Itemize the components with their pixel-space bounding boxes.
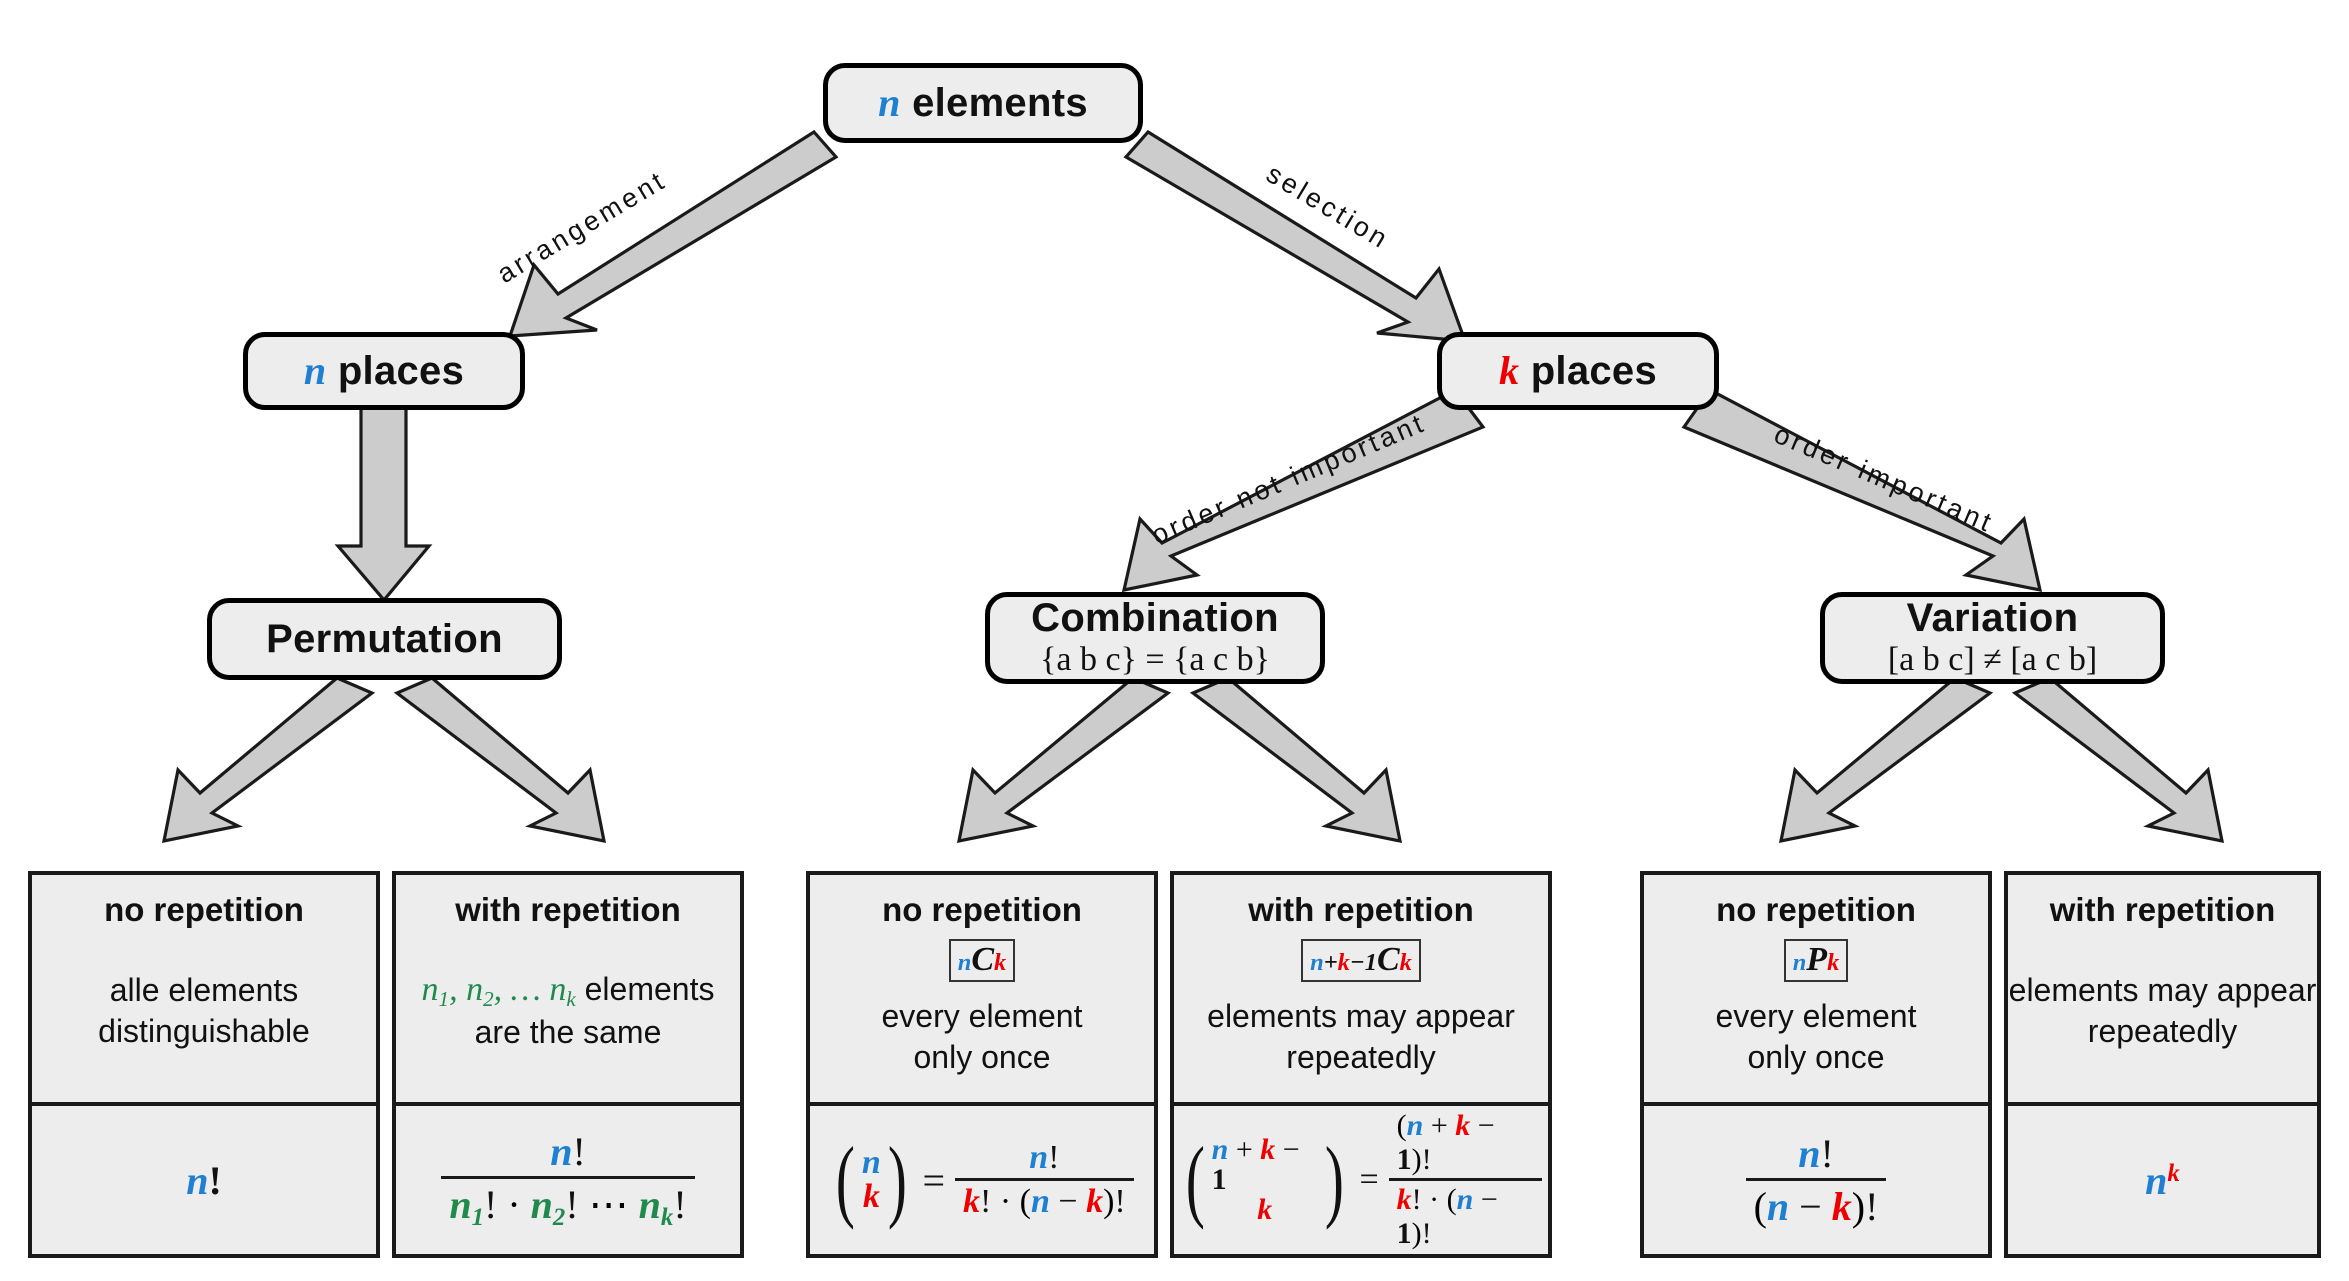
var-k: k <box>1498 348 1520 393</box>
formula-multiset-coefficient: ( n + k − 1 k ) = (n + k − 1)! k! · (n −… <box>1180 1109 1542 1251</box>
desc-line: repeatedly <box>2087 1012 2238 1049</box>
arrow-combination-with-repetition <box>1189 676 1403 844</box>
leaf-description: elements may appear repeatedly <box>1182 982 1540 1092</box>
node-n-places-text: places <box>337 349 465 393</box>
desc-line: only once <box>1747 1039 1885 1075</box>
leaf-top-cell: with repetition elements may appear repe… <box>2008 875 2317 1102</box>
node-k-places[interactable]: k places <box>1437 332 1719 410</box>
arrow-order-not-important <box>1121 387 1486 593</box>
arrow-combination-no-repetition <box>956 676 1172 844</box>
arrow-permutation-no-repetition <box>161 676 376 844</box>
desc-line: alle elements <box>109 971 299 1008</box>
leaf-head: no repetition <box>882 891 1082 928</box>
leaf-formula-cell: n! (n − k)! <box>1644 1102 1988 1254</box>
arrow-variation-with-repetition <box>2011 676 2225 844</box>
leaf-variation-no-repetition[interactable]: no repetition nPk every element only onc… <box>1640 871 1992 1258</box>
desc-line: every element <box>881 998 1083 1035</box>
desc-line: repeatedly <box>1286 1039 1436 1075</box>
arrow-arrangement <box>507 129 839 338</box>
desc-line: n1, n2, … nk elements <box>421 970 715 1011</box>
leaf-head: with repetition <box>455 891 681 928</box>
notation-nPk-badge: nPk <box>1783 939 1849 982</box>
node-n-places-label: n places <box>303 348 465 393</box>
node-k-places-label: k places <box>1498 348 1658 393</box>
desc-line: only once <box>913 1039 1051 1075</box>
leaf-description: every element only once <box>1652 982 1980 1092</box>
arrow-variation-no-repetition <box>1778 676 1994 844</box>
node-variation-subtitle: [a b c] ≠ [a c b] <box>1887 641 2098 678</box>
node-combination-title: Combination <box>1031 596 1279 640</box>
leaf-description: n1, n2, … nk elements are the same <box>404 929 732 1092</box>
leaf-description: elements may appear repeatedly <box>2009 929 2317 1092</box>
leaf-variation-with-repetition[interactable]: with repetition elements may appear repe… <box>2004 871 2321 1258</box>
notation-nCk: nCk <box>957 941 1007 978</box>
node-variation[interactable]: Variation [a b c] ≠ [a c b] <box>1820 592 2165 684</box>
node-n-elements-text: elements <box>912 81 1088 125</box>
desc-line: elements may appear <box>1207 998 1515 1035</box>
notation-n-plus-k-minus-1-C-k: n+k−1Ck <box>1310 941 1412 978</box>
leaf-formula-cell: ( n k ) = n! k! · (n − k)! <box>810 1102 1154 1254</box>
node-n-elements-label: n elements <box>878 80 1088 125</box>
leaf-permutation-with-repetition[interactable]: with repetition n1, n2, … nk elements ar… <box>392 871 744 1258</box>
leaf-top-cell: with repetition n+k−1Ck elements may app… <box>1174 875 1548 1102</box>
arrow-order-important <box>1681 387 2043 593</box>
desc-line: every element <box>1715 998 1917 1035</box>
leaf-combination-no-repetition[interactable]: no repetition nCk every element only onc… <box>806 871 1158 1258</box>
node-n-elements[interactable]: n elements <box>823 63 1143 143</box>
leaf-description: alle elements distinguishable <box>40 929 368 1092</box>
leaf-formula-cell: n! n1! · n2! ⋯ nk! <box>396 1102 740 1254</box>
leaf-formula-cell: n! <box>32 1102 376 1254</box>
node-n-places[interactable]: n places <box>243 332 525 410</box>
formula-binomial-coefficient: ( n k ) = n! k! · (n − k)! <box>830 1133 1134 1226</box>
arrow-n-places-permutation <box>334 376 433 603</box>
notation-nk1Ck-badge: n+k−1Ck <box>1301 939 1421 982</box>
leaf-description: every element only once <box>818 982 1146 1092</box>
desc-line: elements may appear <box>2008 971 2317 1008</box>
formula-n-power-k: nk <box>2145 1157 2180 1203</box>
arrow-selection <box>1123 129 1468 343</box>
node-permutation[interactable]: Permutation <box>207 598 562 680</box>
leaf-head: with repetition <box>2049 891 2276 928</box>
leaf-head: no repetition <box>104 891 304 928</box>
leaf-formula-cell: ( n + k − 1 k ) = (n + k − 1)! k! · (n −… <box>1174 1102 1548 1254</box>
formula-falling-factorial: n! (n − k)! <box>1745 1130 1887 1230</box>
desc-line: are the same <box>474 1014 662 1051</box>
var-n: n <box>303 348 327 393</box>
leaf-combination-with-repetition[interactable]: with repetition n+k−1Ck elements may app… <box>1170 871 1552 1258</box>
node-k-places-text: places <box>1530 349 1658 393</box>
leaf-head: no repetition <box>1716 891 1916 928</box>
desc-line: distinguishable <box>98 1012 310 1049</box>
node-combination-subtitle: {a b c} = {a c b} <box>1040 641 1270 678</box>
leaf-top-cell: no repetition alle elements distinguisha… <box>32 875 376 1102</box>
arrow-permutation-with-repetition <box>393 676 607 844</box>
leaf-formula-cell: nk <box>2008 1102 2317 1254</box>
node-combination[interactable]: Combination {a b c} = {a c b} <box>985 592 1325 684</box>
leaf-head: with repetition <box>1248 891 1474 928</box>
node-variation-title: Variation <box>1906 596 2079 640</box>
leaf-top-cell: no repetition nPk every element only onc… <box>1644 875 1988 1102</box>
leaf-permutation-no-repetition[interactable]: no repetition alle elements distinguisha… <box>28 871 380 1258</box>
notation-nCk-badge: nCk <box>948 939 1016 982</box>
notation-nPk: nPk <box>1792 941 1840 978</box>
var-n: n <box>878 80 901 125</box>
formula-multiset-permutation: n! n1! · n2! ⋯ nk! <box>441 1128 695 1232</box>
leaf-top-cell: no repetition nCk every element only onc… <box>810 875 1154 1102</box>
formula-n-factorial: n! <box>186 1157 222 1203</box>
leaf-top-cell: with repetition n1, n2, … nk elements ar… <box>396 875 740 1102</box>
node-permutation-title: Permutation <box>266 617 503 661</box>
